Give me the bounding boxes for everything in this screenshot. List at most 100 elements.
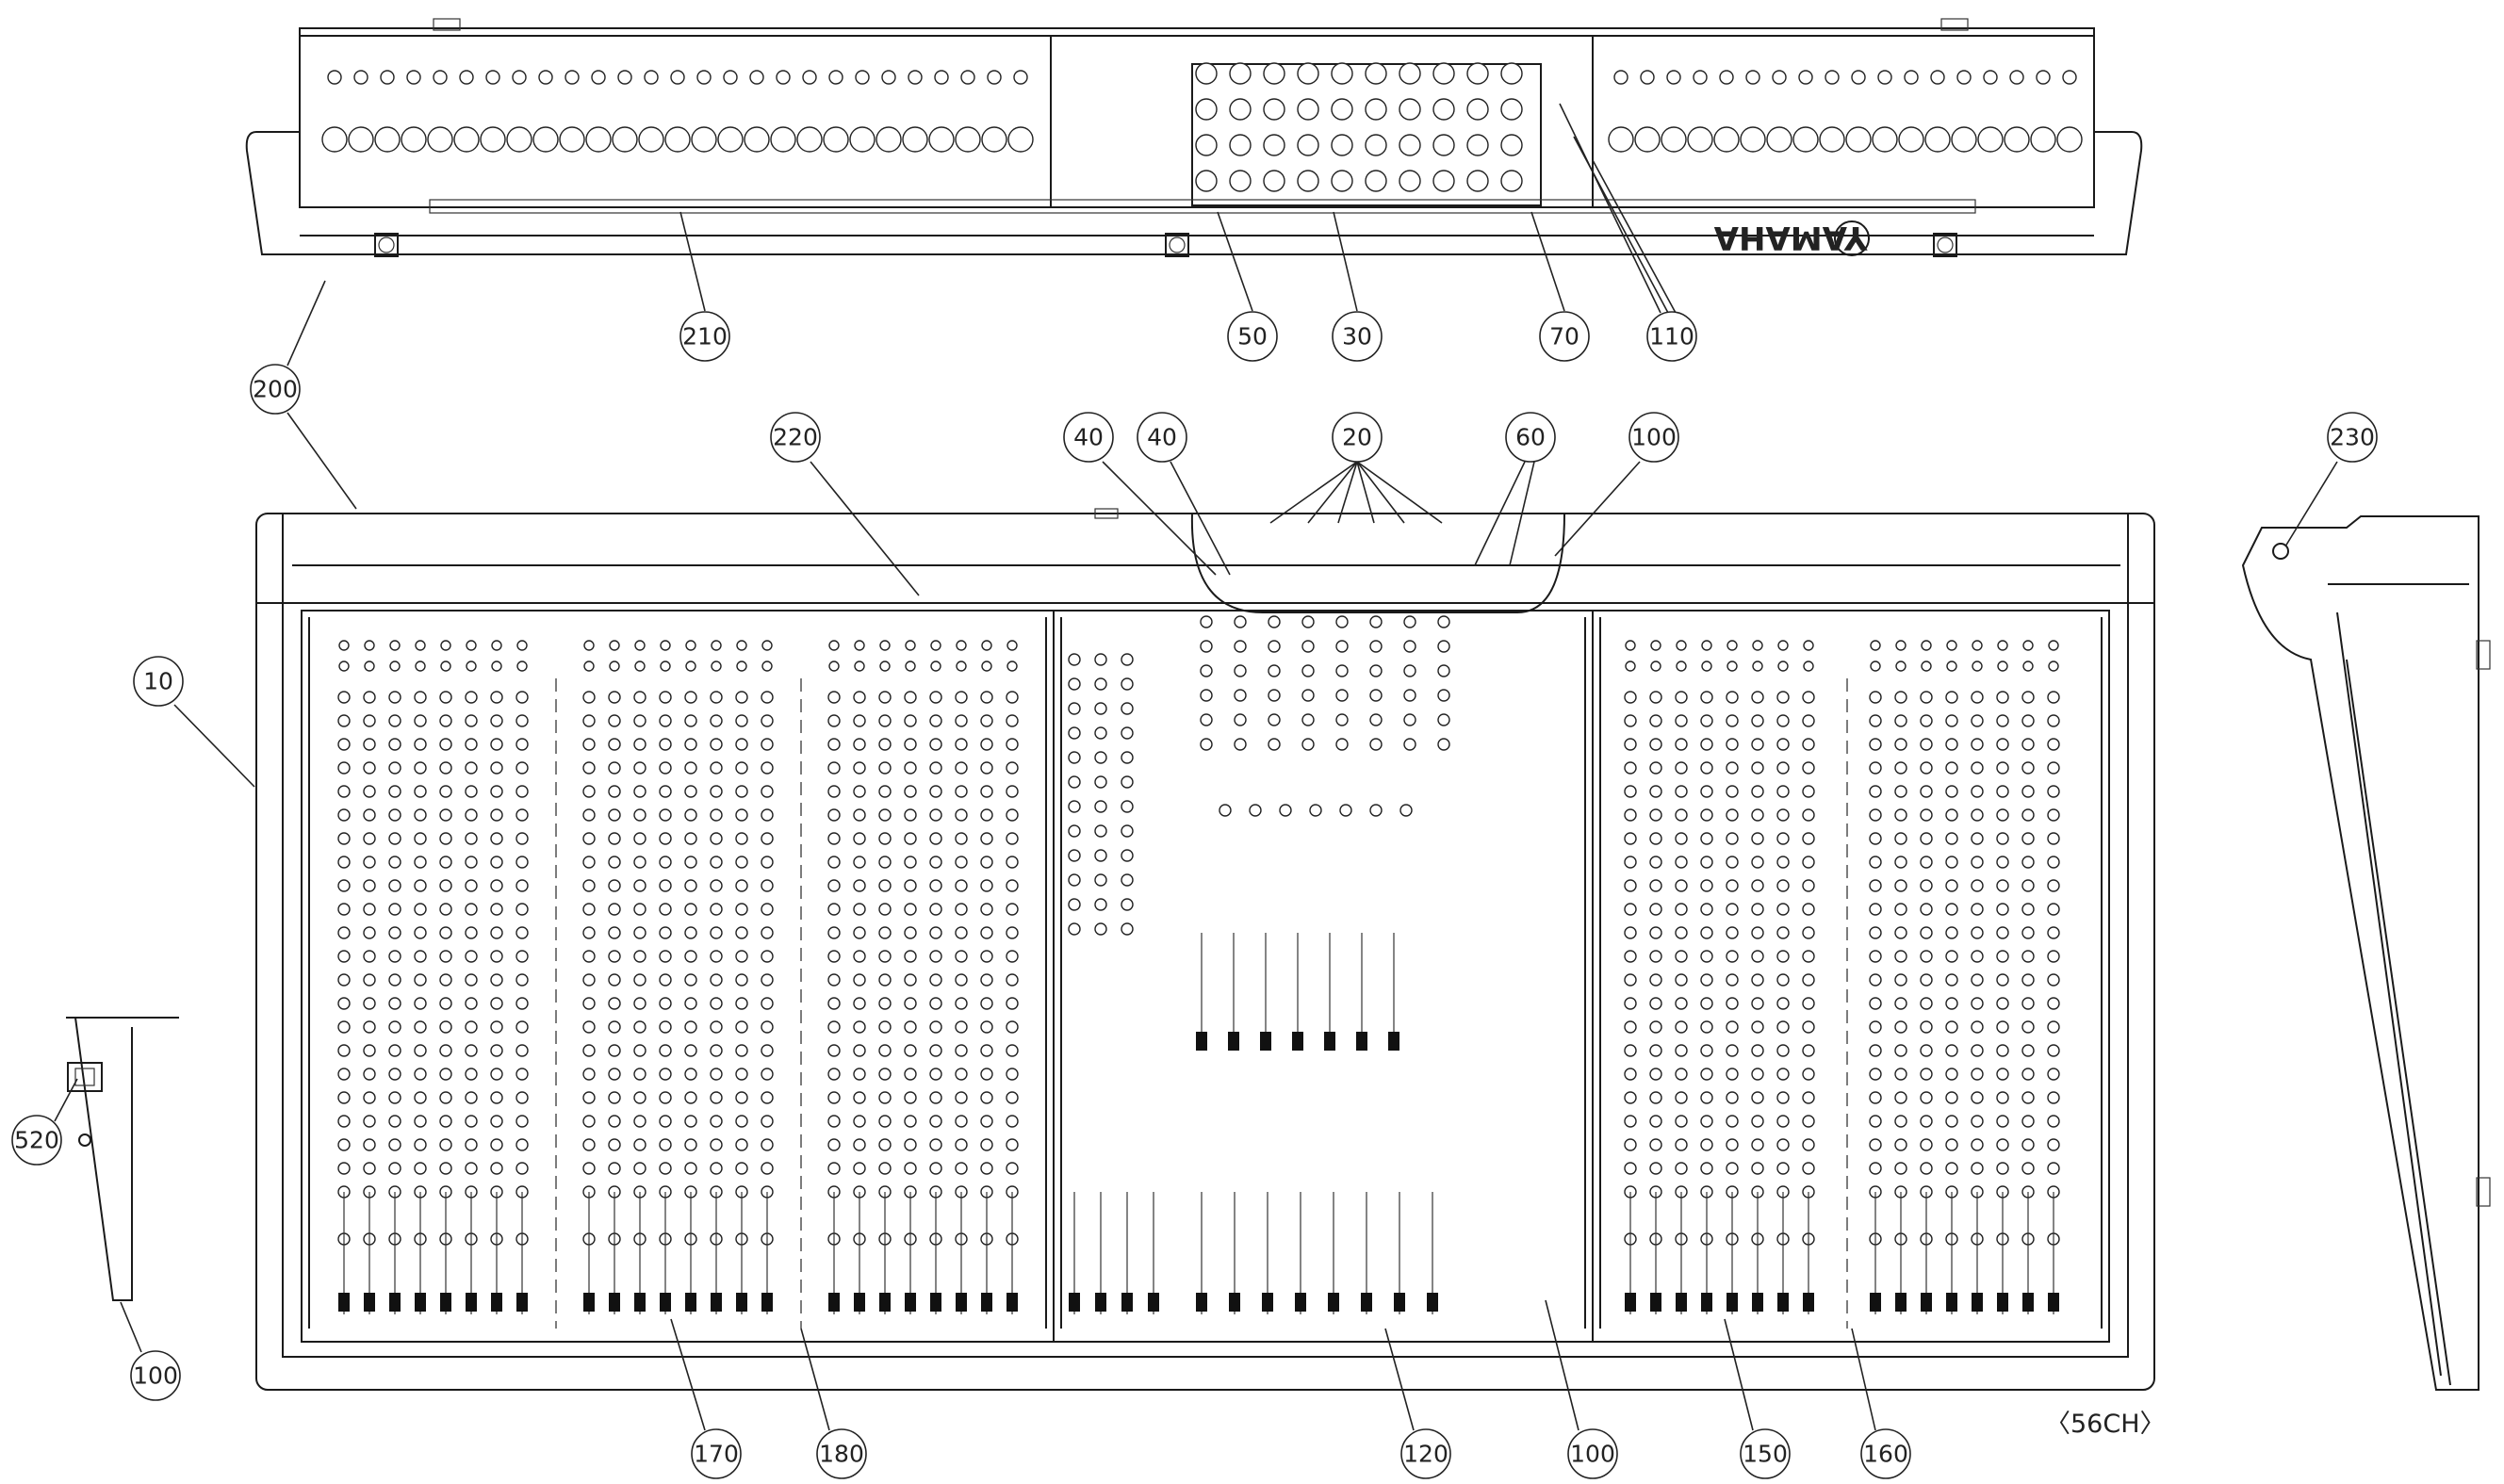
channel-knob	[439, 926, 452, 939]
master-knob	[1369, 713, 1383, 726]
channel-fader[interactable]	[1701, 1293, 1712, 1312]
matrix-fader[interactable]	[1324, 1032, 1335, 1051]
aux-fader[interactable]	[1121, 1293, 1133, 1312]
rear-socket-left	[374, 233, 399, 257]
channel-fader[interactable]	[338, 1293, 350, 1312]
group-fader[interactable]	[1361, 1293, 1372, 1312]
matrix-fader[interactable]	[1292, 1032, 1303, 1051]
channel-knob	[490, 808, 503, 822]
channel-fader[interactable]	[491, 1293, 502, 1312]
channel-fader[interactable]	[364, 1293, 375, 1312]
xlr-output	[1195, 170, 1218, 192]
channel-fader[interactable]	[1650, 1293, 1661, 1312]
channel-knob	[516, 808, 529, 822]
channel-fader[interactable]	[854, 1293, 865, 1312]
channel-fader[interactable]	[736, 1293, 747, 1312]
input-knob	[1676, 660, 1687, 672]
input-knob	[1625, 640, 1636, 651]
channel-knob	[582, 1138, 596, 1151]
matrix-fader[interactable]	[1228, 1032, 1239, 1051]
channel-fader[interactable]	[583, 1293, 595, 1312]
channel-knob	[1971, 1044, 1984, 1057]
channel-fader[interactable]	[1676, 1293, 1687, 1312]
matrix-fader[interactable]	[1196, 1032, 1207, 1051]
xlr-output	[1331, 134, 1353, 156]
channel-knob	[608, 761, 621, 775]
channel-knob	[633, 997, 646, 1010]
channel-knob	[980, 856, 993, 869]
callout-label: 110	[1649, 323, 1694, 351]
matrix-fader[interactable]	[1388, 1032, 1399, 1051]
xlr-input	[506, 126, 532, 153]
channel-fader[interactable]	[634, 1293, 646, 1312]
leader-line	[1554, 461, 1641, 557]
matrix-fader[interactable]	[1356, 1032, 1367, 1051]
channel-fader[interactable]	[981, 1293, 992, 1312]
group-fader[interactable]	[1427, 1293, 1438, 1312]
input-knob	[736, 660, 747, 672]
matrix-fader[interactable]	[1260, 1032, 1271, 1051]
channel-knob	[1996, 761, 2009, 775]
channel-fader[interactable]	[1972, 1293, 1983, 1312]
aux-fader[interactable]	[1148, 1293, 1159, 1312]
channel-knob	[633, 903, 646, 916]
channel-knob	[2021, 738, 2035, 751]
callout-110: 110	[1559, 103, 1697, 362]
channel-fader[interactable]	[660, 1293, 671, 1312]
channel-knob	[633, 879, 646, 892]
channel-fader[interactable]	[1727, 1293, 1738, 1312]
callout-label: 170	[694, 1441, 739, 1468]
channel-knob	[2021, 903, 2035, 916]
channel-knob	[363, 785, 376, 798]
channel-fader[interactable]	[466, 1293, 477, 1312]
channel-fader[interactable]	[1946, 1293, 1957, 1312]
channel-knob	[684, 808, 697, 822]
input-knob	[1803, 640, 1814, 651]
channel-fader[interactable]	[761, 1293, 773, 1312]
channel-fader[interactable]	[1752, 1293, 1763, 1312]
channel-fader[interactable]	[440, 1293, 451, 1312]
channel-fader[interactable]	[2022, 1293, 2034, 1312]
channel-knob	[1675, 785, 1688, 798]
channel-knob	[1675, 1162, 1688, 1175]
aux-fader[interactable]	[1069, 1293, 1080, 1312]
channel-fader[interactable]	[828, 1293, 840, 1312]
channel-fader[interactable]	[905, 1293, 916, 1312]
channel-fader[interactable]	[1895, 1293, 1907, 1312]
group-fader[interactable]	[1394, 1293, 1405, 1312]
group-fader[interactable]	[1196, 1293, 1207, 1312]
channel-fader[interactable]	[389, 1293, 401, 1312]
channel-fader[interactable]	[1625, 1293, 1636, 1312]
aux-fader[interactable]	[1095, 1293, 1106, 1312]
group-fader[interactable]	[1229, 1293, 1240, 1312]
channel-fader[interactable]	[415, 1293, 426, 1312]
xlr-output	[1365, 62, 1387, 85]
group-fader[interactable]	[1328, 1293, 1339, 1312]
channel-fader[interactable]	[1777, 1293, 1789, 1312]
channel-fader[interactable]	[1921, 1293, 1932, 1312]
channel-knob	[684, 1068, 697, 1081]
group-fader[interactable]	[1295, 1293, 1306, 1312]
channel-fader[interactable]	[1997, 1293, 2008, 1312]
channel-fader[interactable]	[516, 1293, 528, 1312]
channel-knob	[1971, 1068, 1984, 1081]
channel-fader[interactable]	[685, 1293, 696, 1312]
channel-fader[interactable]	[1803, 1293, 1814, 1312]
channel-knob	[980, 997, 993, 1010]
channel-knob	[388, 1162, 401, 1175]
channel-fader[interactable]	[879, 1293, 891, 1312]
group-fader[interactable]	[1262, 1293, 1273, 1312]
channel-fader[interactable]	[1870, 1293, 1881, 1312]
channel-fader[interactable]	[711, 1293, 722, 1312]
rear-jack	[723, 70, 738, 85]
channel-knob	[1751, 761, 1764, 775]
channel-fader[interactable]	[956, 1293, 967, 1312]
leader-line	[1545, 1299, 1579, 1431]
channel-fader[interactable]	[2048, 1293, 2059, 1312]
input-knob	[1752, 640, 1763, 651]
channel-fader[interactable]	[1007, 1293, 1018, 1312]
channel-knob	[1996, 738, 2009, 751]
channel-fader[interactable]	[930, 1293, 941, 1312]
channel-fader[interactable]	[609, 1293, 620, 1312]
group-knob	[1121, 702, 1134, 715]
